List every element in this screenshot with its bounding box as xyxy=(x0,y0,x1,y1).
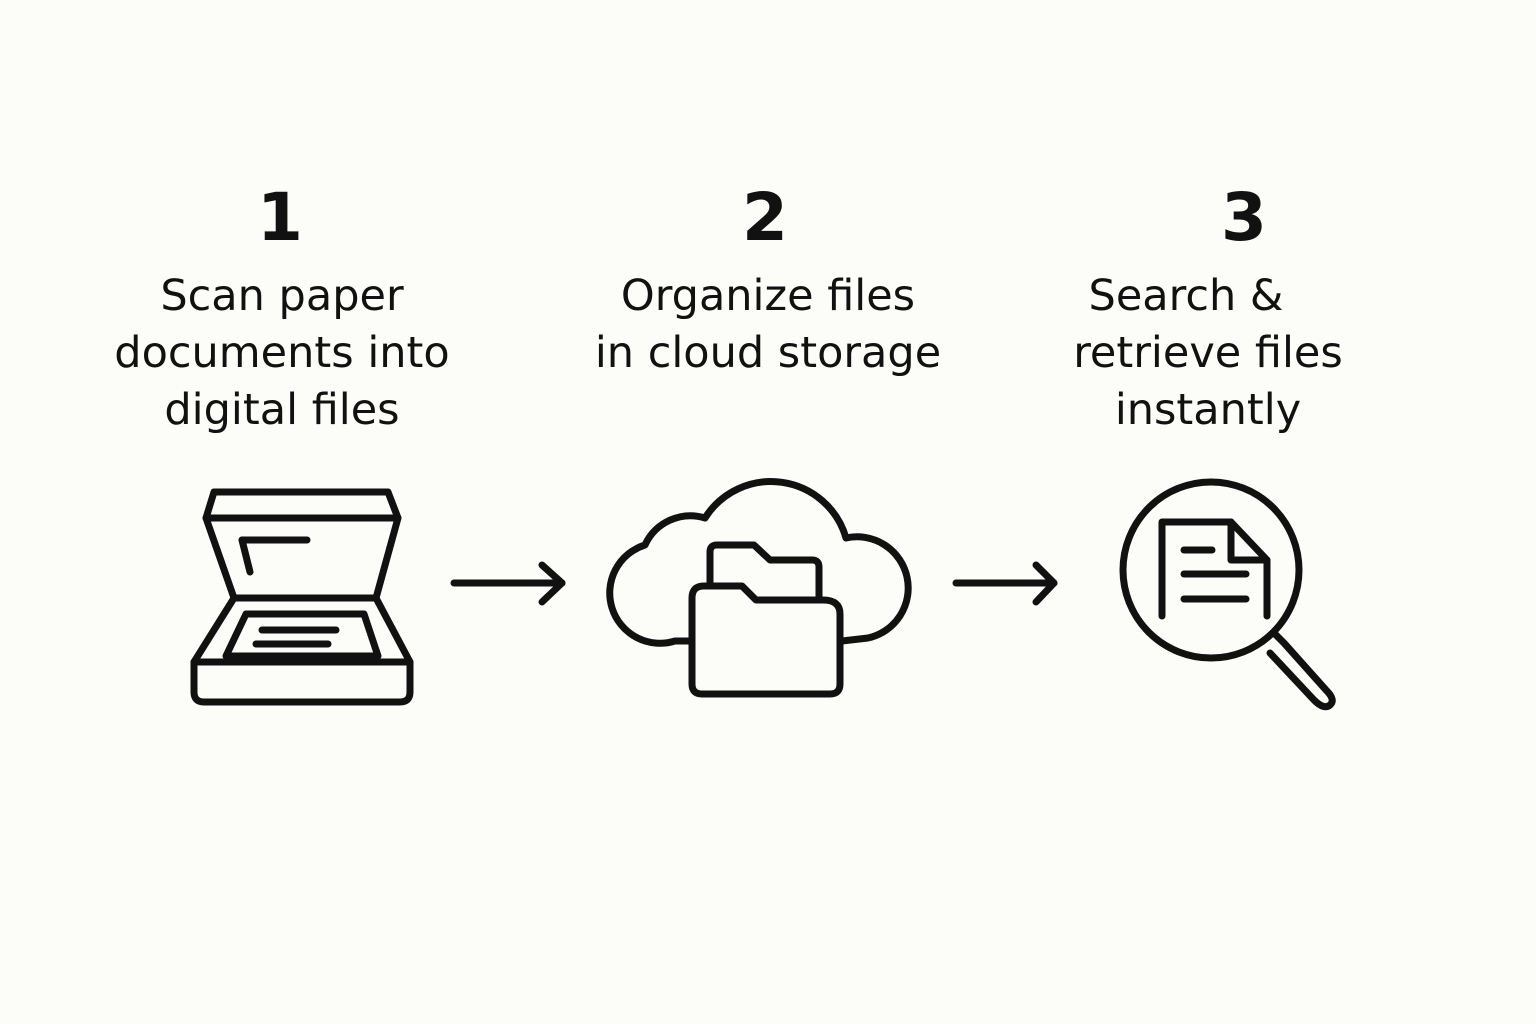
step-2-line-2: in cloud storage xyxy=(594,328,942,378)
step-2-line-1: Organize files xyxy=(620,271,916,321)
step-3-line-1: Search & xyxy=(1088,271,1284,321)
step-2-description: Organize files in cloud storage xyxy=(548,268,988,382)
scanner-icon xyxy=(190,488,414,706)
step-3-number: 3 xyxy=(1221,179,1267,256)
arrow-right-icon xyxy=(450,561,566,606)
step-2-number: 2 xyxy=(742,179,788,256)
step-1-line-1: Scan paper xyxy=(160,271,404,321)
step-1-description: Scan paper documents into digital files xyxy=(62,268,502,439)
document-search-icon xyxy=(1119,478,1336,711)
step-3-description: Search & retrieve files instantly xyxy=(988,268,1428,439)
step-3-line-3: instantly xyxy=(1114,385,1302,435)
cloud-folder-icon xyxy=(606,478,912,698)
arrow-right-icon xyxy=(952,561,1058,606)
step-3-line-2: retrieve files xyxy=(1073,328,1343,378)
step-1-line-2: documents into xyxy=(114,328,450,378)
step-1-number: 1 xyxy=(257,179,303,256)
step-1-line-3: digital files xyxy=(164,385,400,435)
